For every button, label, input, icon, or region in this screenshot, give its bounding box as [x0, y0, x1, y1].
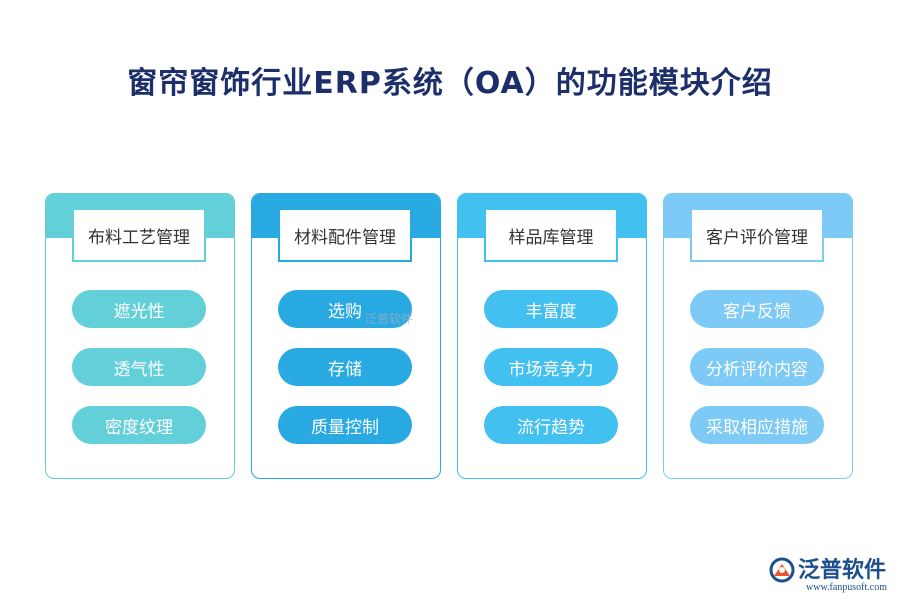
page-title: 窗帘窗饰行业ERP系统（OA）的功能模块介绍 [127, 66, 773, 101]
watermark: 泛普软件 [365, 312, 414, 326]
module-card-materials: 材料配件管理 选购 存储 质量控制 [251, 193, 441, 479]
module-header: 材料配件管理 [278, 210, 412, 262]
module-item: 遮光性 [72, 290, 206, 328]
logo-url: www.fanpusoft.com [806, 582, 888, 593]
module-header: 客户评价管理 [690, 210, 824, 262]
module-item: 分析评价内容 [690, 348, 824, 386]
module-item: 选购 [278, 290, 412, 328]
module-item: 市场竞争力 [484, 348, 618, 386]
module-header: 布料工艺管理 [72, 210, 206, 262]
module-header: 样品库管理 [484, 210, 618, 262]
module-item: 采取相应措施 [690, 406, 824, 444]
module-item: 透气性 [72, 348, 206, 386]
module-card-customer-review: 客户评价管理 客户反馈 分析评价内容 采取相应措施 [663, 193, 853, 479]
module-item: 丰富度 [484, 290, 618, 328]
fanpu-logo-icon [768, 556, 796, 584]
module-item: 客户反馈 [690, 290, 824, 328]
logo-name: 泛普软件 [798, 558, 887, 583]
module-item: 存储 [278, 348, 412, 386]
module-card-fabric-craft: 布料工艺管理 遮光性 透气性 密度纹理 [45, 193, 235, 479]
module-card-sample-library: 样品库管理 丰富度 市场竞争力 流行趋势 [457, 193, 647, 479]
brand-logo: 泛普软件 www.fanpusoft.com [768, 548, 893, 596]
module-item: 密度纹理 [72, 406, 206, 444]
module-item: 流行趋势 [484, 406, 618, 444]
module-item: 质量控制 [278, 406, 412, 444]
